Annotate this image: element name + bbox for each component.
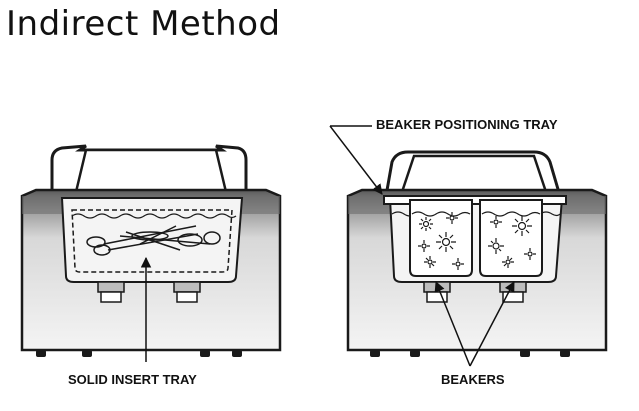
beaker-left (409, 199, 473, 277)
solid-insert-tray-label: SOLID INSERT TRAY (68, 372, 197, 387)
solid-insert-tray (71, 209, 233, 273)
left-water-line (71, 213, 237, 219)
right-lid-handle (384, 150, 562, 197)
right-cleaner (329, 125, 608, 367)
cavitation-bursts (418, 212, 536, 270)
diagram-title: Indirect Method (6, 4, 281, 44)
beaker-positioning-tray (383, 195, 567, 205)
beakers-label: BEAKERS (441, 372, 505, 387)
beaker-right (479, 199, 543, 277)
beaker-positioning-tray-label: BEAKER POSITIONING TRAY (376, 117, 558, 132)
beakers-pointer-left (434, 281, 471, 367)
beaker-tray-pointer-diagonal (329, 125, 383, 195)
beakers-pointer-right (469, 281, 515, 367)
left-cleaner (20, 144, 282, 362)
left-drains (97, 281, 201, 303)
surgical-instruments (86, 225, 221, 256)
